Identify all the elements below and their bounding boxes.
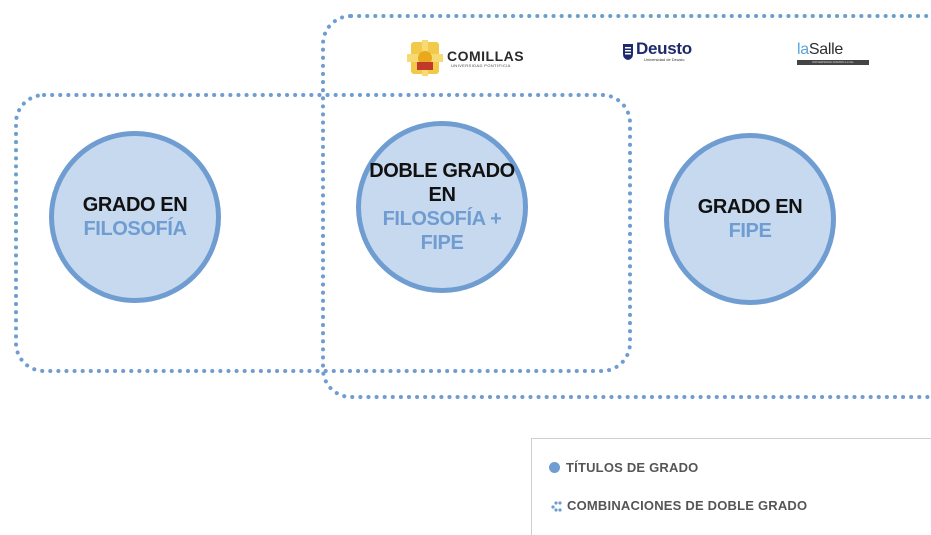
circle-doble-grado: DOBLE GRADO EN FILOSOFÍA + FIPE (356, 121, 528, 293)
lasalle-name: laSalle (797, 42, 869, 58)
legend-label-combinaciones: COMBINACIONES DE DOBLE GRADO (567, 498, 808, 513)
comillas-logo: COMILLAS UNIVERSIDAD PONTIFICIA (405, 38, 524, 78)
deusto-logo: Deusto Universidad de Deusto (622, 40, 692, 63)
circle-2-line2: EN (428, 184, 456, 206)
deusto-name: Deusto (636, 39, 692, 58)
frame-fipe (321, 14, 931, 399)
legend-item-titulos: TÍTULOS DE GRADO (549, 460, 698, 475)
circle-2-highlight: FILOSOFÍA + FIPE (382, 208, 502, 254)
frame-filosofia (14, 93, 632, 373)
filled-circle-icon (549, 462, 560, 473)
circle-1-line1: GRADO EN (82, 194, 188, 216)
lasalle-name-la: la (797, 41, 809, 58)
lasalle-subtitle: UNIVERSIDAD RAMON LLULL (797, 60, 869, 65)
circle-3-highlight: FIPE (728, 220, 772, 242)
circle-grado-filosofia: GRADO EN FILOSOFÍA (49, 131, 221, 303)
legend: TÍTULOS DE GRADO COMBINACIONES DE DOBLE … (531, 438, 931, 535)
lasalle-logo: laSalle UNIVERSIDAD RAMON LLULL (797, 42, 869, 65)
circle-2-line1: DOBLE GRADO (369, 160, 515, 182)
deusto-shield-icon (623, 43, 633, 60)
deusto-subtitle: Universidad de Deusto (644, 57, 685, 62)
dotted-frame-icon (551, 500, 562, 512)
circle-grado-fipe: GRADO EN FIPE (664, 133, 836, 305)
circle-3-line1: GRADO EN (697, 196, 803, 218)
comillas-emblem-icon (407, 40, 443, 76)
legend-label-titulos: TÍTULOS DE GRADO (566, 460, 699, 475)
comillas-name: COMILLAS (447, 47, 525, 64)
comillas-subtitle: UNIVERSIDAD PONTIFICIA (451, 62, 511, 68)
lasalle-name-salle: Salle (808, 41, 843, 58)
circle-1-highlight: FILOSOFÍA (83, 218, 187, 240)
legend-item-combinaciones: COMBINACIONES DE DOBLE GRADO (551, 498, 807, 513)
